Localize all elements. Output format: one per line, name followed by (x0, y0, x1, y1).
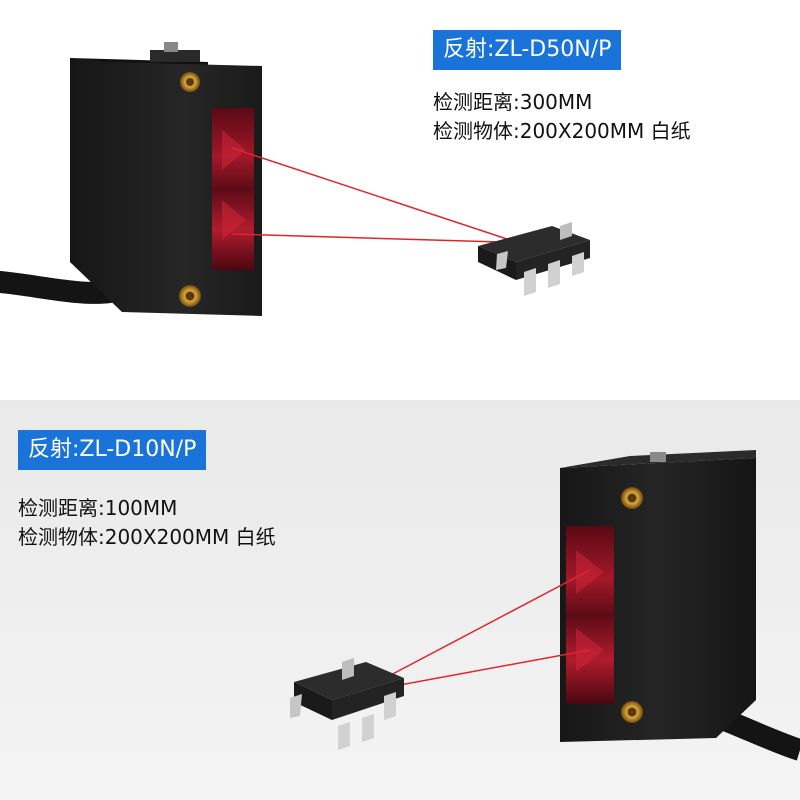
detection-distance: 检测距离:300MM (433, 90, 593, 114)
product-illustration-d10 (290, 450, 800, 761)
return-beam (231, 233, 501, 243)
model-label: 反射:ZL-D50N/P (433, 30, 622, 70)
sensor-top-cap (150, 50, 200, 62)
model-label: 反射:ZL-D10N/P (18, 430, 207, 470)
product-panel-d10: 反射:ZL-D10N/P 检测距离:100MM 检测物体:200X200MM 白… (0, 400, 800, 800)
sensor-lens (212, 108, 254, 270)
detection-distance: 检测距离:100MM (18, 496, 178, 520)
detection-object: 检测物体:200X200MM 白纸 (433, 119, 691, 143)
product-illustration-d50 (0, 42, 590, 316)
spec-list: 检测距离:100MM 检测物体:200X200MM 白纸 (18, 494, 276, 552)
spec-list: 检测距离:300MM 检测物体:200X200MM 白纸 (433, 88, 691, 146)
sensor-cable (0, 271, 121, 304)
chip-target (478, 222, 590, 296)
chip-target (290, 658, 404, 750)
product-panel-d50: 反射:ZL-D50N/P 检测距离:300MM 检测物体:200X200MM 白… (0, 30, 691, 316)
emit-beam (231, 147, 511, 241)
emit-beam (369, 569, 591, 687)
sensor-lens (566, 526, 614, 704)
detection-object: 检测物体:200X200MM 白纸 (18, 525, 276, 549)
